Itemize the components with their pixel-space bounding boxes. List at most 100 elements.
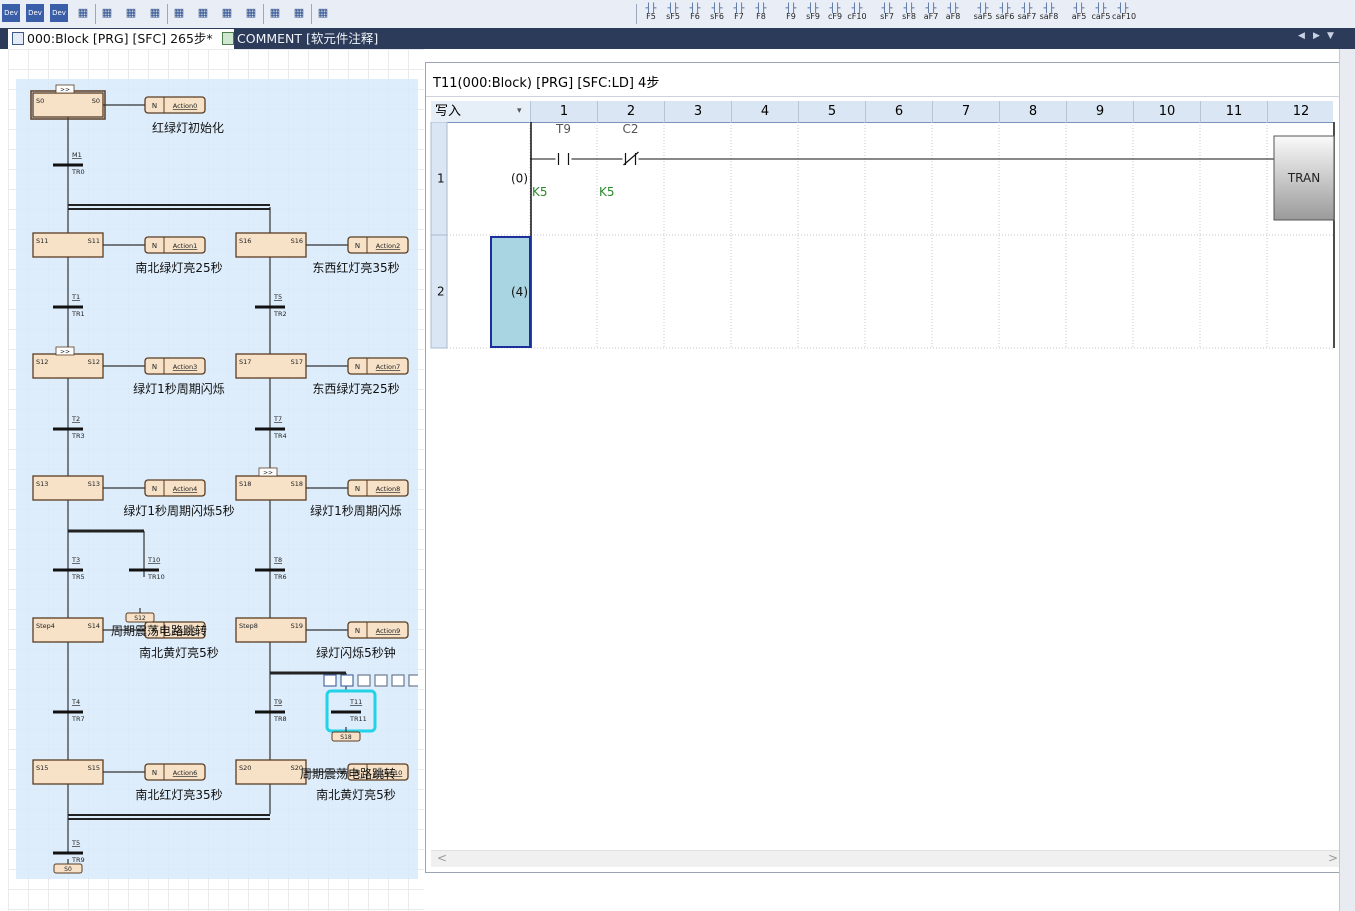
ladder-key-saf7[interactable]: ┤├saF7 bbox=[1017, 4, 1037, 21]
ladder-key-af8[interactable]: ┤├aF8 bbox=[945, 4, 961, 21]
list-icon[interactable]: ▦ bbox=[149, 6, 161, 19]
ladder-key-af7[interactable]: ┤├aF7 bbox=[923, 4, 939, 21]
ladder-key-sf6[interactable]: ┤├sF6 bbox=[710, 4, 724, 21]
write-mode-select[interactable]: 写入 ▾ bbox=[431, 101, 530, 122]
ladder-key-f7[interactable]: ┤├F7 bbox=[733, 4, 745, 21]
ladder-column-11: 11 bbox=[1200, 101, 1267, 122]
tab-comment[interactable]: COMMENT [软元件注释] bbox=[218, 29, 382, 49]
ladder-key-sf5[interactable]: ┤├sF5 bbox=[666, 4, 680, 21]
ladder-key-f9[interactable]: ┤├F9 bbox=[785, 4, 797, 21]
sfc-jump-s0[interactable]: S0 bbox=[53, 859, 83, 874]
ladder-key-cf9[interactable]: ┤├cF9 bbox=[827, 4, 843, 21]
ladder-key-caf10[interactable]: ┤├caF10 bbox=[1112, 4, 1137, 21]
step-comment: 绿灯1秒周期闪烁 bbox=[133, 381, 225, 396]
ladder-key-sf7[interactable]: ┤├sF7 bbox=[880, 4, 894, 21]
tab-scroll-left-icon[interactable]: ◀ bbox=[1298, 31, 1305, 41]
sfc-floating-toolbar[interactable] bbox=[323, 674, 439, 687]
ladder-key-sf9[interactable]: ┤├sF9 bbox=[806, 4, 820, 21]
monitor-icon[interactable]: ▦ bbox=[173, 6, 185, 19]
action-name: Action8 bbox=[376, 485, 401, 493]
edit-tool-icon[interactable] bbox=[408, 674, 422, 687]
ladder-key-f8[interactable]: ┤├F8 bbox=[755, 4, 767, 21]
ladder-key-saf8[interactable]: ┤├saF8 bbox=[1039, 4, 1059, 21]
ladder-key-sf8[interactable]: ┤├sF8 bbox=[902, 4, 916, 21]
transition-number: TR5 bbox=[71, 573, 85, 581]
ladder-key-label: aF8 bbox=[945, 12, 961, 21]
horizontal-scrollbar[interactable]: < > bbox=[431, 850, 1344, 867]
replace-icon[interactable]: ▦ bbox=[125, 6, 137, 19]
scroll-left-icon[interactable]: < bbox=[437, 851, 448, 865]
eye-icon[interactable]: ▦ bbox=[269, 6, 281, 19]
device-verify-icon[interactable]: Dev bbox=[50, 4, 68, 22]
ladder-row-2[interactable]: 2(4) bbox=[430, 234, 1335, 349]
search-device-icon[interactable]: ▦ bbox=[101, 6, 113, 19]
ladder-key-saf6[interactable]: ┤├saF6 bbox=[995, 4, 1015, 21]
ladder-key-f5[interactable]: ┤├F5 bbox=[645, 4, 657, 21]
step-box bbox=[32, 759, 104, 785]
check-icon[interactable]: ▦ bbox=[221, 6, 233, 19]
scroll-right-icon[interactable]: > bbox=[1327, 851, 1338, 865]
ladder-key-saf5[interactable]: ┤├saF5 bbox=[973, 4, 993, 21]
ladder-cursor[interactable] bbox=[490, 236, 531, 348]
write-icon[interactable]: ▦ bbox=[245, 6, 257, 19]
table-icon[interactable]: ▦ bbox=[77, 6, 89, 19]
edit-tool-icon[interactable] bbox=[374, 674, 388, 687]
edit-tool-icon[interactable] bbox=[323, 674, 337, 687]
convert-icon[interactable]: ▦ bbox=[197, 6, 209, 19]
step-name: Step8 bbox=[239, 622, 258, 630]
device-write-icon[interactable]: Dev bbox=[26, 4, 44, 22]
tab-sfc-block[interactable]: 000:Block [PRG] [SFC] 265步* ✕ bbox=[8, 29, 234, 49]
action-qualifier: N bbox=[152, 363, 157, 371]
device-read-icon[interactable]: Dev bbox=[2, 4, 20, 22]
sfc-jump-s12[interactable]: S12 bbox=[125, 608, 155, 623]
transition-number: TR0 bbox=[71, 168, 85, 176]
sfc-jump-s18[interactable]: S18 bbox=[331, 727, 361, 742]
window-icon[interactable]: ▦ bbox=[317, 6, 329, 19]
action-name: Action7 bbox=[376, 363, 401, 371]
tab-menu-icon[interactable]: ▼ bbox=[1327, 31, 1334, 41]
jump-marker-box bbox=[258, 467, 278, 477]
edit-tool-icon[interactable] bbox=[357, 674, 371, 687]
ladder-key-cf10[interactable]: ┤├cF10 bbox=[847, 4, 867, 21]
edit-tool-icon[interactable] bbox=[391, 674, 405, 687]
ladder-key-label: caF5 bbox=[1091, 12, 1111, 21]
ladder-key-af5[interactable]: ┤├aF5 bbox=[1071, 4, 1087, 21]
step-name: S17 bbox=[239, 358, 251, 366]
jump-target: S18 bbox=[340, 734, 352, 741]
zoom-icon[interactable]: ▦ bbox=[293, 6, 305, 19]
ladder-row-1[interactable]: 1(0) bbox=[430, 122, 1335, 236]
tab-scroll-right-icon[interactable]: ▶ bbox=[1313, 31, 1320, 41]
ladder-key-label: saF6 bbox=[995, 12, 1015, 21]
tran-output-block[interactable]: TRAN bbox=[1273, 135, 1335, 221]
edit-tool-icon[interactable] bbox=[340, 674, 354, 687]
ladder-key-caf5[interactable]: ┤├caF5 bbox=[1091, 4, 1111, 21]
ladder-key-f6[interactable]: ┤├F6 bbox=[689, 4, 701, 21]
